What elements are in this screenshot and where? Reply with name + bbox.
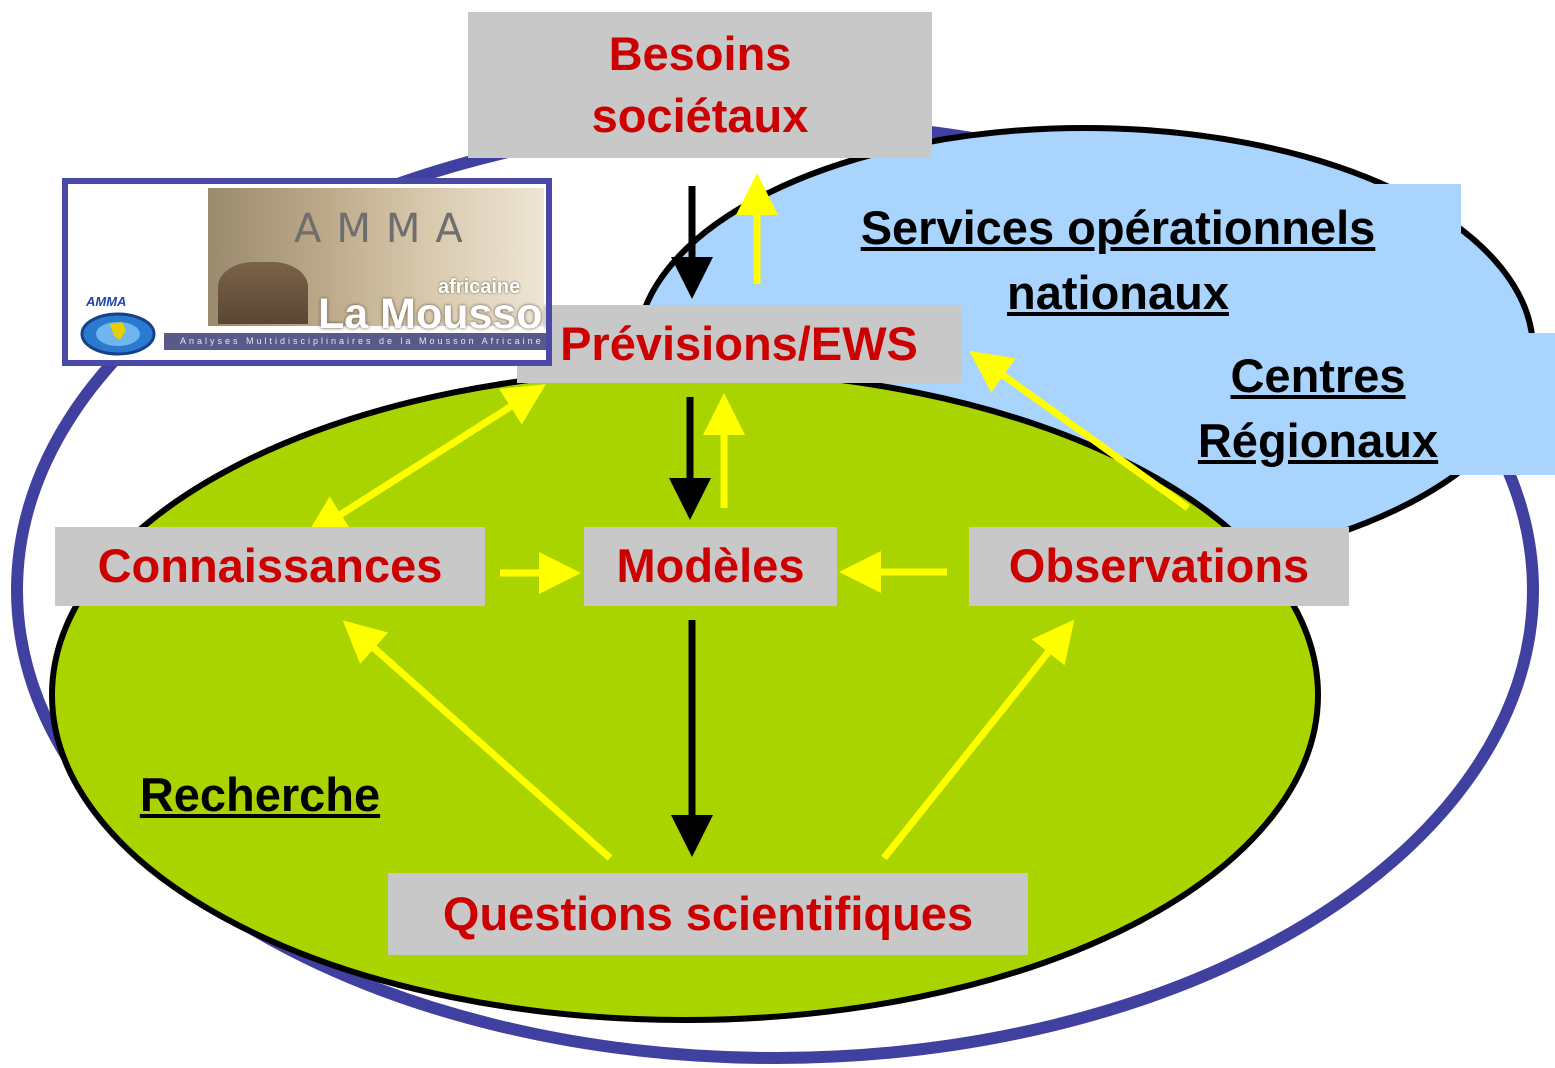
services-label-backing <box>798 184 1461 326</box>
node-observations: Observations <box>969 527 1349 606</box>
logo-africaine-text: africaine <box>438 276 521 298</box>
logo-tagline: Analyses Multidisciplinaires de la Mouss… <box>164 333 546 350</box>
arrow-questions-to-connaissances <box>342 620 613 861</box>
node-besoins-label: Besoins sociétaux <box>591 26 809 142</box>
amma-logo: AMMA africaine La Mousson Analyses Multi… <box>62 178 552 366</box>
arrow-connaissances-previsions <box>305 384 546 537</box>
centres-label: Centres Régionaux <box>1197 349 1439 467</box>
logo-amma-wordmark: AMMA <box>294 206 478 252</box>
node-previsions: Prévisions/EWS <box>517 305 961 383</box>
globe-icon <box>80 312 156 356</box>
node-previsions-label: Prévisions/EWS <box>560 316 918 370</box>
services-label: Services opérationnels nationaux <box>860 201 1376 319</box>
recherche-label: Recherche <box>139 768 381 821</box>
centres-label-backing <box>1168 333 1555 475</box>
node-observations-label: Observations <box>1008 539 1310 593</box>
node-questions: Questions scientifiques <box>388 873 1028 955</box>
node-besoins: Besoins sociétaux <box>468 12 932 158</box>
logo-badge-text: AMMA <box>86 294 127 309</box>
node-questions-label: Questions scientifiques <box>442 886 974 940</box>
node-connaissances-label: Connaissances <box>97 539 443 593</box>
logo-hut-image <box>218 262 308 324</box>
node-connaissances: Connaissances <box>55 527 485 606</box>
arrow-observations-to-previsions <box>969 350 1191 511</box>
arrow-questions-to-observations <box>881 619 1075 861</box>
node-modeles: Modèles <box>584 527 837 606</box>
node-modeles-label: Modèles <box>616 539 805 593</box>
logo-mousson-title: La Mousson <box>318 290 552 338</box>
